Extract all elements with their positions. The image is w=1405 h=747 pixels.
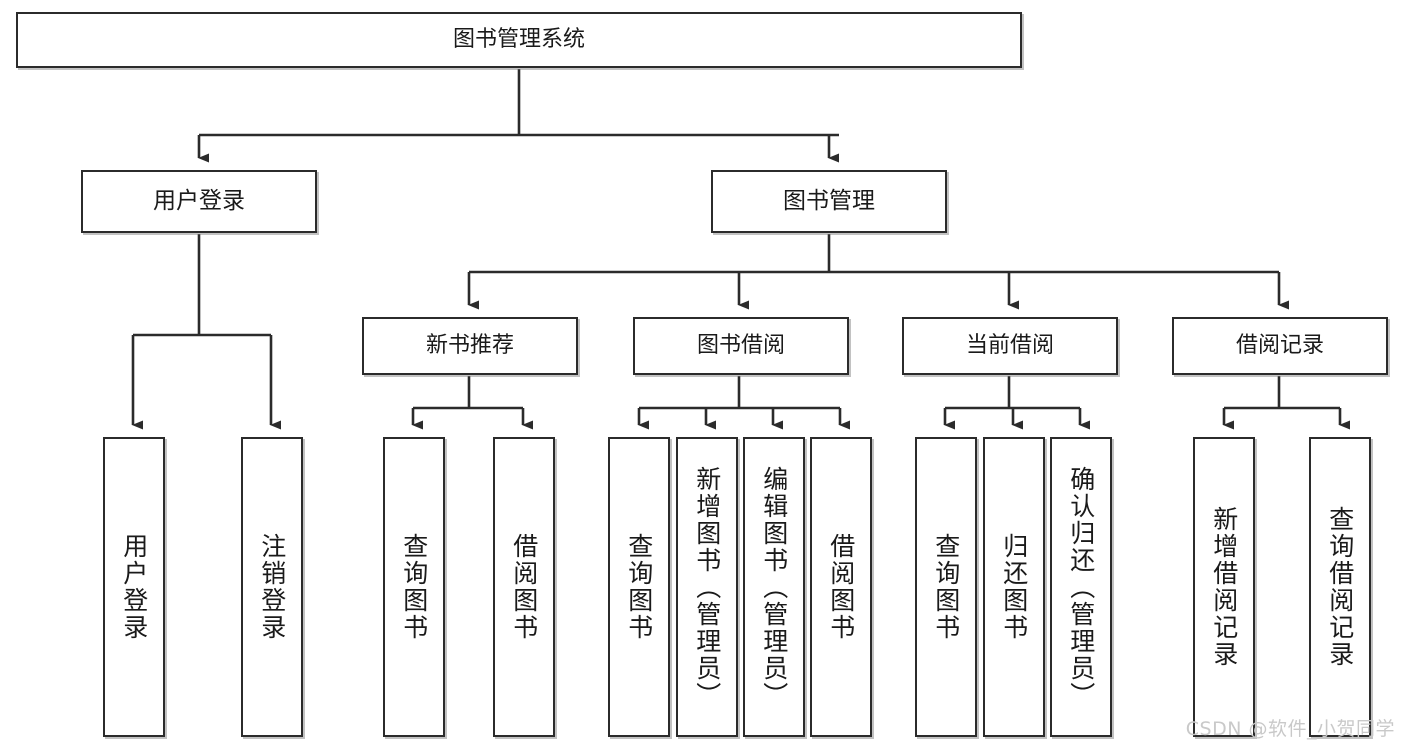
node-book-borrow-label: 图书借阅 <box>696 333 785 359</box>
leaf-query-book-3-label: 查询图书 <box>931 533 961 641</box>
leaf-query-record-label: 查询借阅记录 <box>1325 506 1355 668</box>
node-book-borrow[interactable]: 图书借阅 <box>633 317 849 375</box>
leaf-query-book-1[interactable]: 查询图书 <box>383 437 445 737</box>
leaf-borrow-book-2[interactable]: 借阅图书 <box>810 437 872 737</box>
node-new-book-rec-label: 新书推荐 <box>425 333 514 359</box>
node-user-login-label: 用户登录 <box>153 187 245 214</box>
node-borrow-record[interactable]: 借阅记录 <box>1172 317 1388 375</box>
leaf-user-login[interactable]: 用户登录 <box>103 437 165 737</box>
leaf-add-record-label: 新增借阅记录 <box>1209 506 1239 668</box>
leaf-add-book-label: 新增图书（管理员） <box>692 465 722 709</box>
watermark: CSDN @软件_小贺同学 <box>1185 718 1395 740</box>
leaf-confirm-return[interactable]: 确认归还（管理员） <box>1050 437 1112 737</box>
node-current-borrow-label: 当前借阅 <box>965 333 1054 359</box>
node-book-manage-label: 图书管理 <box>783 187 875 214</box>
leaf-borrow-book-1-label: 借阅图书 <box>509 533 539 641</box>
leaf-add-book[interactable]: 新增图书（管理员） <box>676 437 738 737</box>
node-root[interactable]: 图书管理系统 <box>16 12 1022 68</box>
node-current-borrow[interactable]: 当前借阅 <box>902 317 1118 375</box>
leaf-borrow-book-1[interactable]: 借阅图书 <box>493 437 555 737</box>
node-new-book-rec[interactable]: 新书推荐 <box>362 317 578 375</box>
leaf-query-book-1-label: 查询图书 <box>399 533 429 641</box>
leaf-edit-book-label: 编辑图书（管理员） <box>759 465 789 709</box>
leaf-add-record[interactable]: 新增借阅记录 <box>1193 437 1255 737</box>
leaf-return-book[interactable]: 归还图书 <box>983 437 1045 737</box>
leaf-return-book-label: 归还图书 <box>999 533 1029 641</box>
node-book-manage[interactable]: 图书管理 <box>711 170 947 233</box>
node-root-label: 图书管理系统 <box>452 27 585 53</box>
leaf-logout[interactable]: 注销登录 <box>241 437 303 737</box>
leaf-edit-book[interactable]: 编辑图书（管理员） <box>743 437 805 737</box>
leaf-query-record[interactable]: 查询借阅记录 <box>1309 437 1371 737</box>
leaf-borrow-book-2-label: 借阅图书 <box>826 533 856 641</box>
leaf-user-login-label: 用户登录 <box>119 533 149 641</box>
leaf-query-book-2[interactable]: 查询图书 <box>608 437 670 737</box>
leaf-query-book-3[interactable]: 查询图书 <box>915 437 977 737</box>
node-user-login[interactable]: 用户登录 <box>81 170 317 233</box>
leaf-query-book-2-label: 查询图书 <box>624 533 654 641</box>
leaf-logout-label: 注销登录 <box>257 533 287 641</box>
node-borrow-record-label: 借阅记录 <box>1235 333 1324 359</box>
leaf-confirm-return-label: 确认归还（管理员） <box>1066 465 1096 709</box>
